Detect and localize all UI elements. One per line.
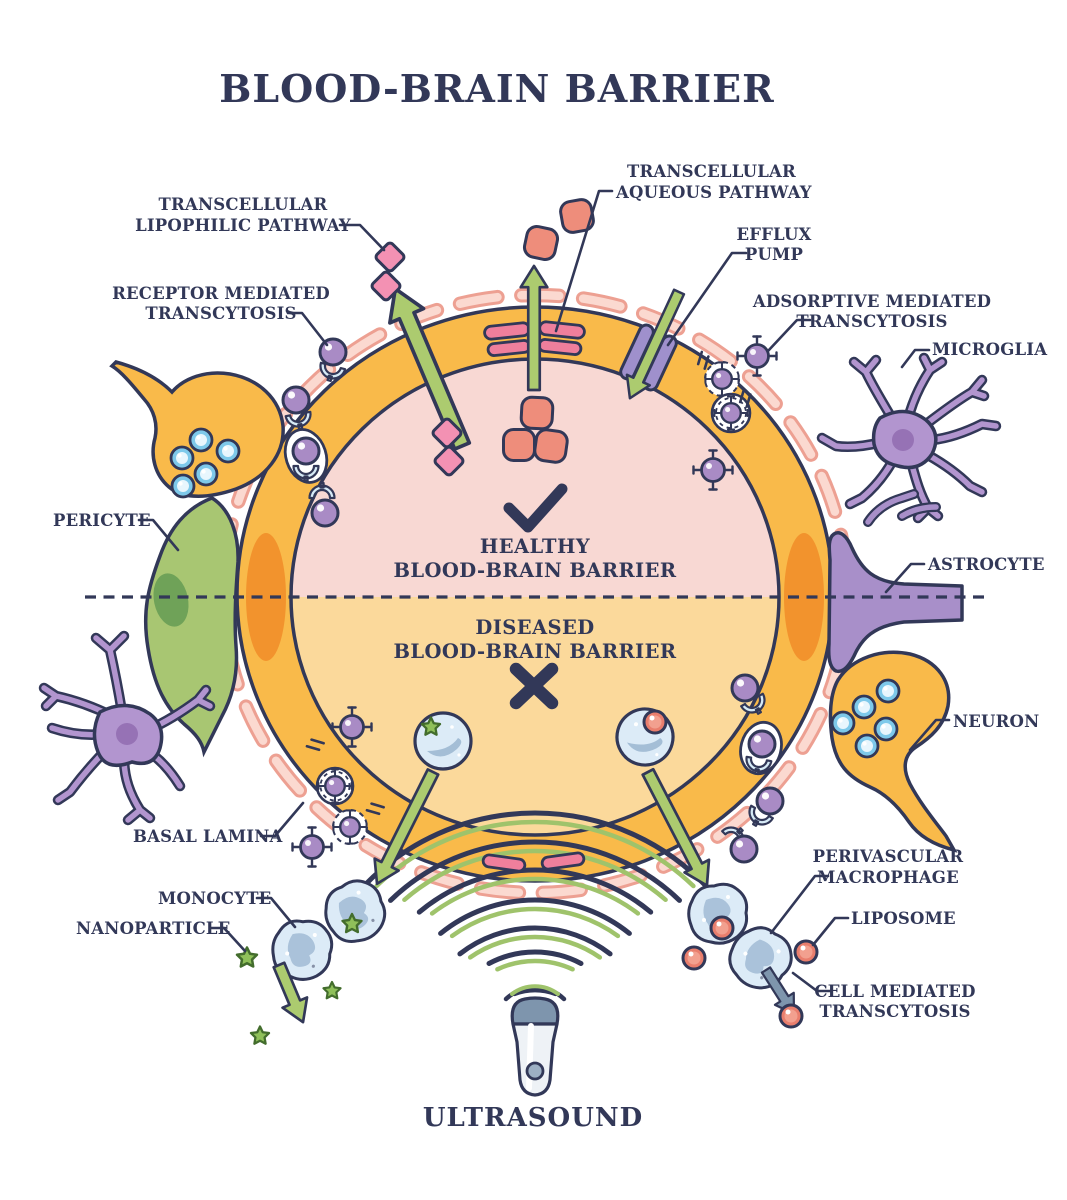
- label-aqueous-2: AQUEOUS PATHWAY: [615, 183, 812, 202]
- endothelial-nucleus-left: [246, 533, 286, 661]
- label-efflux-2: PUMP: [745, 245, 803, 264]
- healthy-lumen: [291, 359, 779, 597]
- label-microglia: MICROGLIA: [932, 340, 1047, 359]
- receptor-chain-diseased: [721, 673, 785, 864]
- leader-receptor: [286, 311, 329, 347]
- perivascular-macrophages: [681, 882, 819, 1029]
- efflux-pump-channels: [617, 285, 692, 405]
- label-macrophage-1: PERIVASCULAR: [813, 847, 964, 866]
- adsorptive-mediated-chain: [694, 337, 777, 490]
- label-neuron: NEURON: [953, 712, 1039, 731]
- leader-microglia: [900, 348, 931, 369]
- label-cell-mediated-2: TRANSCYTOSIS: [819, 1002, 970, 1021]
- leader-macrophage: [769, 874, 830, 935]
- label-healthy: HEALTHY: [480, 535, 591, 558]
- leader-basal-lamina: [259, 801, 305, 838]
- x-mark-icon: [509, 662, 559, 710]
- label-liposome: LIPOSOME: [851, 909, 956, 928]
- leader-lipophilic: [338, 223, 386, 252]
- leader-liposome: [811, 916, 850, 947]
- checkmark-icon: [503, 483, 568, 533]
- neuron-terminal-top-left: [109, 360, 285, 499]
- leader-pericyte: [137, 518, 180, 552]
- label-cell-mediated-1: CELL MEDIATED: [814, 982, 975, 1001]
- label-monocyte: MONOCYTE: [158, 889, 271, 908]
- label-ultrasound: ULTRASOUND: [423, 1103, 643, 1133]
- label-macrophage-2: MACROPHAGE: [817, 868, 959, 887]
- leader-astrocyte: [884, 562, 926, 594]
- ultrasound-transducer-icon: [503, 984, 567, 1097]
- leader-aqueous: [554, 189, 614, 333]
- vessel-cross-section: [215, 287, 855, 901]
- leader-efflux: [666, 251, 748, 347]
- label-diseased: DISEASED: [475, 616, 594, 639]
- adsorptive-chain-diseased: [293, 708, 385, 867]
- page-title: BLOOD-BRAIN BARRIER: [219, 66, 774, 111]
- label-lipophilic-2: LIPOPHILIC PATHWAY: [135, 216, 351, 235]
- receptor-mediated-chain: [281, 337, 348, 528]
- leader-monocyte: [255, 896, 297, 929]
- label-receptor-1: RECEPTOR MEDIATED: [112, 284, 330, 303]
- label-receptor-2: TRANSCYTOSIS: [145, 304, 296, 323]
- label-healthy-bbb: BLOOD-BRAIN BARRIER: [394, 559, 677, 582]
- monocyte-in-lumen-left: [413, 711, 473, 771]
- pericyte-cell: [143, 496, 240, 758]
- label-adsorptive-2: TRANSCYTOSIS: [796, 312, 947, 331]
- leader-adsorptive: [766, 318, 812, 353]
- label-aqueous-1: TRANSCELLULAR: [627, 162, 796, 181]
- microglia-cell: [822, 358, 996, 518]
- endothelial-nucleus-right: [784, 533, 824, 661]
- label-nanoparticle: NANOPARTICLE: [76, 919, 230, 938]
- tight-junction-diseased: [481, 851, 586, 873]
- neuron-terminal-bottom-right: [828, 650, 958, 853]
- astrocyte-cell: [827, 494, 964, 674]
- leader-neuron: [908, 718, 951, 752]
- label-pericyte: PERICYTE: [53, 511, 151, 530]
- leader-nanoparticle: [208, 926, 247, 953]
- leader-cell-mediated: [791, 971, 832, 993]
- leader-lines: [137, 189, 951, 993]
- label-diseased-bbb: BLOOD-BRAIN BARRIER: [394, 640, 677, 663]
- glial-cell-bottom-left: [44, 636, 210, 820]
- label-astrocyte: ASTROCYTE: [927, 555, 1045, 574]
- label-adsorptive-1: ADSORPTIVE MEDIATED: [752, 292, 991, 311]
- label-efflux-1: EFFLUX: [736, 225, 811, 244]
- label-basal-lamina: BASAL LAMINA: [133, 827, 282, 846]
- label-lipophilic-1: TRANSCELLULAR: [159, 195, 328, 214]
